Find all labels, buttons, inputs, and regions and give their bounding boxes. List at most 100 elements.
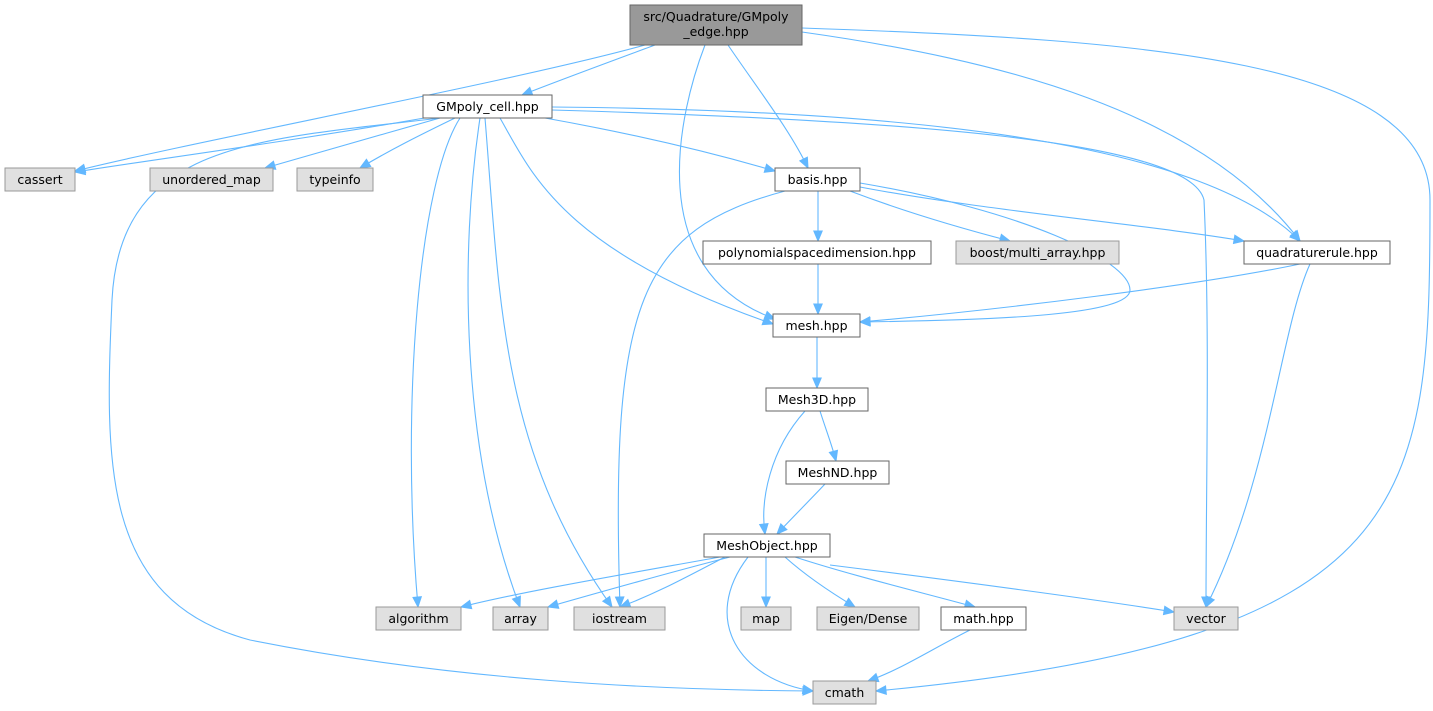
edge-gmpoly_cell-to-unordered_map bbox=[263, 117, 441, 170]
arrowhead-icon bbox=[358, 158, 372, 169]
edge-basis-to-polynomialspacedimension bbox=[813, 191, 823, 243]
node-label: typeinfo bbox=[309, 172, 360, 187]
edges-layer bbox=[73, 27, 1431, 696]
node-box bbox=[812, 680, 877, 705]
edge-gmpoly_cell-to-cassert bbox=[73, 116, 431, 176]
node-map: map bbox=[740, 606, 792, 631]
arrowhead-icon bbox=[520, 86, 534, 96]
edge-line bbox=[859, 182, 1131, 323]
arrowhead-icon bbox=[459, 599, 473, 610]
node-label: cassert bbox=[17, 172, 62, 187]
node-box bbox=[1243, 240, 1391, 265]
arrowhead-icon bbox=[866, 672, 880, 683]
node-mesh3d[interactable]: Mesh3D.hpp bbox=[765, 387, 869, 412]
node-label: Mesh3D.hpp bbox=[778, 392, 856, 407]
node-box bbox=[955, 240, 1120, 265]
edge-basis-to-boost_multi_array bbox=[849, 190, 1012, 244]
node-box bbox=[4, 167, 76, 192]
node-label: MeshObject.hpp bbox=[716, 538, 817, 553]
node-label: Eigen/Dense bbox=[829, 611, 908, 626]
edge-meshnd-to-meshobject bbox=[776, 483, 826, 535]
node-box bbox=[765, 387, 869, 412]
edge-line bbox=[619, 556, 726, 608]
arrowhead-icon bbox=[758, 522, 769, 536]
node-meshobject[interactable]: MeshObject.hpp bbox=[703, 533, 831, 558]
edge-line bbox=[849, 190, 1011, 242]
edge-gmpoly_cell-to-quadraturerule bbox=[551, 106, 1301, 242]
edge-line bbox=[551, 109, 1208, 608]
edge-gmpoly_cell-to-typeinfo bbox=[358, 117, 456, 169]
node-box bbox=[740, 606, 792, 631]
edge-line bbox=[859, 263, 1301, 323]
node-label: mesh.hpp bbox=[785, 318, 847, 333]
edge-meshobject-to-algorithm bbox=[459, 556, 721, 610]
node-box bbox=[573, 606, 666, 631]
edge-line bbox=[359, 117, 456, 169]
edge-line bbox=[726, 556, 814, 692]
edge-meshobject-to-array bbox=[546, 556, 731, 609]
edge-line bbox=[551, 106, 1301, 242]
arrowhead-icon bbox=[412, 596, 423, 609]
node-box bbox=[816, 606, 920, 631]
arrowhead-icon bbox=[511, 595, 521, 609]
arrowhead-icon bbox=[763, 163, 777, 173]
node-mesh[interactable]: mesh.hpp bbox=[772, 313, 861, 338]
edge-line bbox=[867, 629, 971, 682]
arrowhead-icon bbox=[812, 377, 822, 390]
edge-gmpoly_cell-to-basis bbox=[544, 117, 777, 173]
arrowhead-icon bbox=[546, 599, 560, 609]
arrowhead-icon bbox=[761, 596, 771, 609]
edge-root-to-cmath bbox=[801, 27, 1431, 695]
node-iostream: iostream bbox=[573, 606, 666, 631]
edge-mesh3d-to-meshnd bbox=[819, 410, 839, 463]
edge-mesh-to-mesh3d bbox=[812, 337, 822, 390]
edge-line bbox=[794, 556, 976, 608]
arrowhead-icon bbox=[828, 449, 839, 463]
node-meshnd[interactable]: MeshND.hpp bbox=[785, 460, 890, 485]
edge-basis-to-iostream bbox=[614, 190, 786, 609]
node-label: math.hpp bbox=[953, 611, 1013, 626]
edge-line bbox=[499, 117, 774, 325]
node-label: iostream bbox=[592, 611, 647, 626]
node-gmpoly-cell[interactable]: GMpoly_cell.hpp bbox=[422, 94, 553, 119]
node-root[interactable]: src/Quadrature/GMpoly_edge.hpp bbox=[629, 4, 803, 46]
node-label: GMpoly_cell.hpp bbox=[436, 99, 539, 114]
edge-line bbox=[460, 556, 721, 608]
arrowhead-icon bbox=[1205, 595, 1216, 609]
node-basis[interactable]: basis.hpp bbox=[774, 167, 861, 192]
node-vector: vector bbox=[1173, 606, 1239, 631]
node-label: MeshND.hpp bbox=[798, 465, 878, 480]
edge-line bbox=[678, 44, 776, 320]
node-polynomialspacedimension[interactable]: polynomialspacedimension.hpp bbox=[702, 240, 932, 265]
arrowhead-icon bbox=[1289, 230, 1301, 242]
edge-root-to-mesh bbox=[678, 44, 777, 320]
edge-line bbox=[410, 117, 461, 608]
node-math[interactable]: math.hpp bbox=[940, 606, 1027, 631]
edge-line bbox=[74, 116, 431, 173]
arrowhead-icon bbox=[813, 303, 823, 316]
edge-meshobject-to-vector bbox=[829, 564, 1176, 616]
node-box bbox=[702, 240, 932, 265]
edge-gmpoly_cell-to-algorithm bbox=[410, 117, 461, 609]
edge-meshobject-to-map bbox=[761, 557, 771, 609]
node-label: unordered_map bbox=[162, 172, 261, 187]
node-box bbox=[629, 4, 803, 46]
arrowhead-icon bbox=[601, 595, 613, 609]
node-box bbox=[785, 460, 890, 485]
edge-line bbox=[467, 117, 521, 608]
arrowhead-icon bbox=[843, 597, 857, 608]
nodes-layer: src/Quadrature/GMpoly_edge.hppGMpoly_cel… bbox=[4, 4, 1391, 705]
node-cassert: cassert bbox=[4, 167, 76, 192]
node-typeinfo: typeinfo bbox=[296, 167, 374, 192]
edge-line bbox=[484, 117, 613, 608]
node-quadraturerule[interactable]: quadraturerule.hpp bbox=[1243, 240, 1391, 265]
edge-line bbox=[264, 117, 441, 169]
node-label: array bbox=[504, 611, 537, 626]
node-box bbox=[492, 606, 549, 631]
edge-line bbox=[617, 190, 786, 608]
arrowhead-icon bbox=[763, 310, 777, 320]
node-box bbox=[1173, 606, 1239, 631]
edge-gmpoly_cell-to-vector bbox=[551, 109, 1211, 609]
node-box bbox=[703, 533, 831, 558]
